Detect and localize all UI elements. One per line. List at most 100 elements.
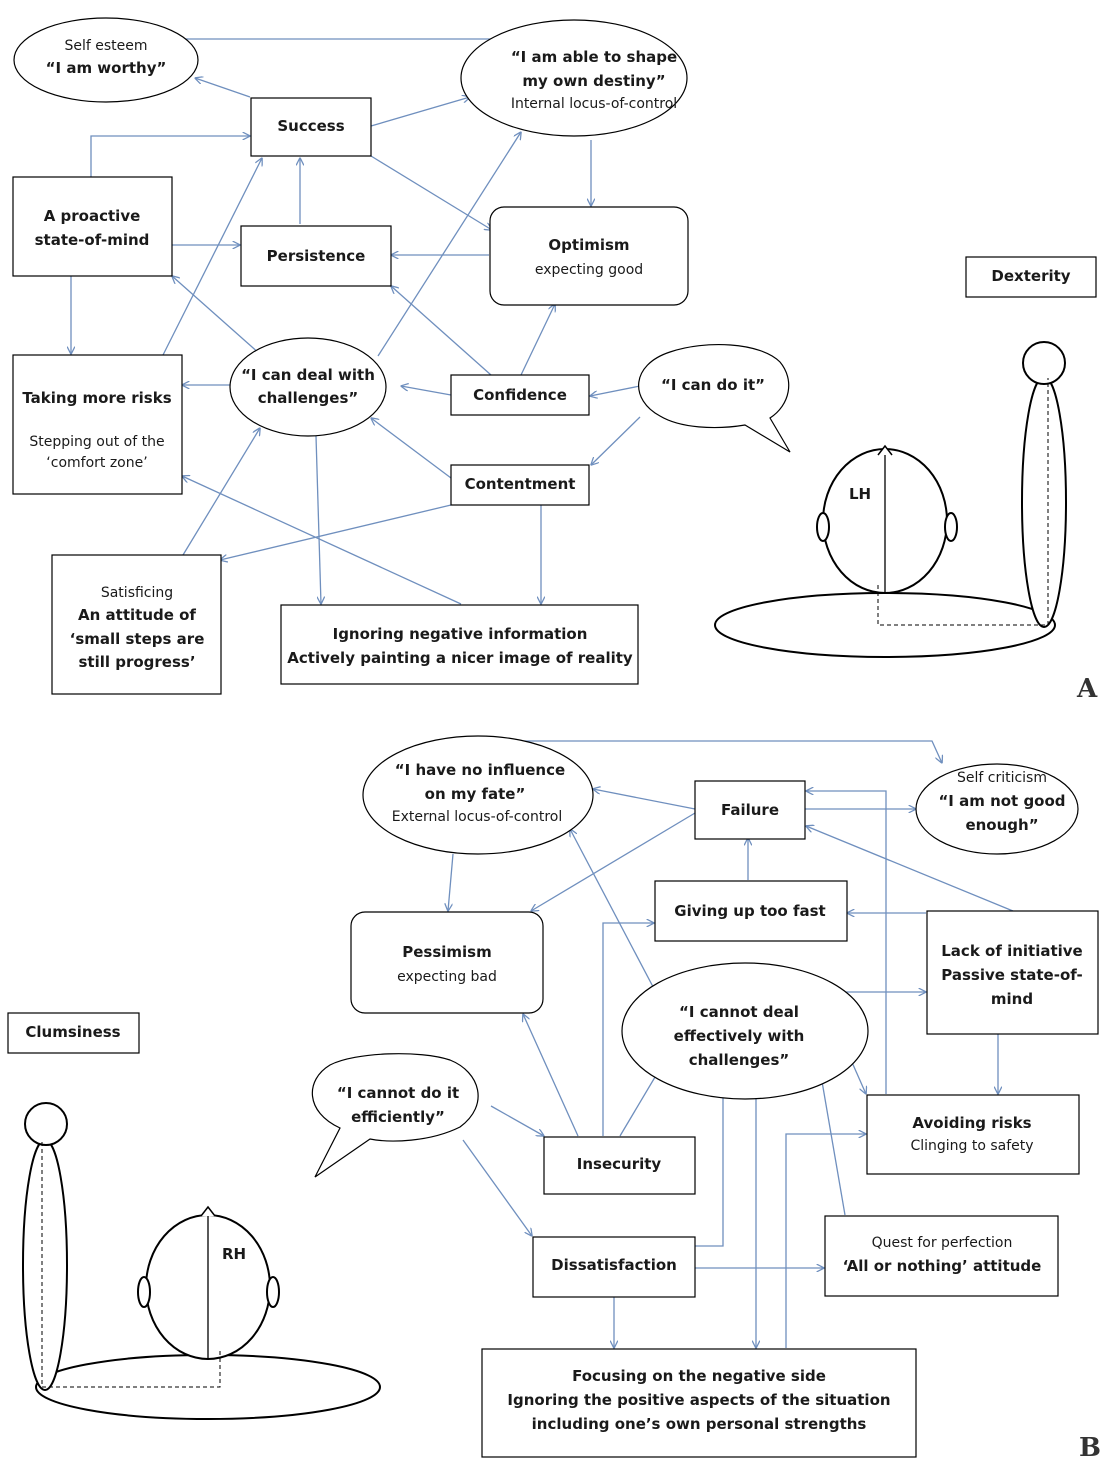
- avoiding-risks-node: [866, 1094, 1080, 1175]
- figure-b-hand: [24, 1102, 68, 1146]
- risks-sub2: ‘comfort zone’: [46, 455, 147, 471]
- no-influence-line2: on my fate”: [425, 785, 526, 803]
- arrow-noinfluence-to-pessimism: [448, 853, 454, 911]
- persistence-node: [240, 225, 392, 287]
- cannot-deal-line2: effectively with: [674, 1027, 805, 1045]
- arrow-success-to-optimism: [370, 155, 492, 230]
- figure-b-dashed-path: [41, 1142, 221, 1388]
- satisficing-line2: ‘small steps are: [70, 630, 205, 648]
- panel-a-arrows: [71, 28, 641, 605]
- satisficing-sub: Satisficing: [101, 585, 173, 601]
- ignoring-line1: Ignoring negative information: [333, 625, 588, 643]
- taking-risks-node: [12, 354, 183, 495]
- cannot-deal-node: [621, 962, 869, 1100]
- proactive-node: [12, 176, 173, 277]
- can-do-it-label: “I can do it”: [661, 376, 765, 394]
- panel-label-a: A: [1076, 674, 1098, 704]
- arrow-success-to-selfesteem: [195, 78, 251, 98]
- pessimism-main: Pessimism: [402, 943, 492, 961]
- confidence-node: [450, 374, 590, 416]
- arrow-risks-to-success: [162, 158, 262, 356]
- dissatisfaction-label: Dissatisfaction: [551, 1256, 677, 1274]
- arrow-deal-to-destiny: [377, 132, 521, 357]
- arrow-lack-to-failure: [806, 826, 1014, 912]
- self-criticism-node: [915, 763, 1079, 855]
- figure-b-nose: [200, 1205, 216, 1217]
- satisficing-line1: An attitude of: [78, 606, 196, 624]
- destiny-sub: Internal locus-of-control: [511, 96, 677, 112]
- contentment-node: [450, 464, 590, 506]
- persistence-label: Persistence: [267, 247, 366, 265]
- arrow-cannotdo-to-insecurity: [490, 1105, 544, 1136]
- failure-node: [694, 780, 806, 840]
- contentment-label: Contentment: [465, 475, 576, 493]
- arrow-contentment-to-satisficing: [220, 504, 452, 560]
- avoiding-sub: Clinging to safety: [910, 1138, 1033, 1154]
- arrow-confidence-to-deal: [401, 386, 452, 396]
- self-criticism-line1: “I am not good: [938, 792, 1065, 810]
- focusing-negative-node: [481, 1348, 917, 1458]
- destiny-line2: my own destiny”: [522, 72, 665, 90]
- optimism-main: Optimism: [548, 236, 629, 254]
- optimism-sub: expecting good: [535, 262, 643, 278]
- avoiding-main: Avoiding risks: [912, 1114, 1031, 1132]
- arrow-proactive-to-success: [90, 136, 250, 177]
- risks-main: Taking more risks: [22, 389, 171, 407]
- arrow-failure-to-noinfluence: [593, 789, 696, 810]
- arrow-success-to-destiny: [370, 97, 470, 127]
- arrow-ignoring-to-risks: [182, 476, 462, 605]
- figure-b-clumsiness: [22, 1102, 381, 1420]
- focusing-line1: Focusing on the negative side: [572, 1367, 826, 1385]
- no-influence-node: [362, 735, 594, 855]
- arrow-deal-to-ignoring: [315, 435, 321, 604]
- arrow-cannotdo-to-dissatisfaction: [462, 1139, 532, 1236]
- figure-a-hand: [1022, 341, 1066, 385]
- cannot-do-it-bubble: [311, 1053, 479, 1178]
- figure-b-arm: [22, 1139, 68, 1391]
- arrow-contentment-to-deal: [371, 418, 452, 479]
- panel-a-text: Self esteem “I am worthy” “I am able to …: [22, 38, 1070, 671]
- self-esteem-main: “I am worthy”: [46, 59, 167, 77]
- deal-challenges-node: [229, 337, 387, 437]
- deal-line1: “I can deal with: [241, 366, 375, 384]
- proactive-line1: A proactive: [44, 207, 141, 225]
- proactive-line2: state-of-mind: [35, 231, 150, 249]
- dexterity-label: Dexterity: [991, 267, 1070, 285]
- figure-a-right-ear: [944, 512, 958, 542]
- self-esteem-node: [13, 17, 199, 103]
- clumsiness-node: [7, 1012, 140, 1054]
- pessimism-sub: expecting bad: [397, 969, 497, 985]
- arrow-cando-to-confidence: [590, 385, 641, 396]
- confidence-label: Confidence: [473, 386, 567, 404]
- arrow-noinfluence-to-selfcriticism: [521, 740, 942, 763]
- panel-b-text: “I have no influence on my fate” Externa…: [25, 761, 1082, 1433]
- giving-up-node: [654, 880, 848, 942]
- arrow-perfection-to-cannotdeal: [819, 1064, 846, 1216]
- panel-b-arrows: [448, 740, 1014, 1348]
- risks-sub1: Stepping out of the: [29, 434, 164, 450]
- ignoring-line2: Actively painting a nicer image of reali…: [287, 649, 633, 667]
- perfection-main: ‘All or nothing’ attitude: [843, 1257, 1042, 1275]
- lack-line2: Passive state-of-: [941, 966, 1082, 984]
- head-b-label: RH: [222, 1245, 246, 1263]
- self-criticism-line2: enough”: [965, 816, 1038, 834]
- ignoring-negative-node: [280, 604, 639, 685]
- lack-line1: Lack of initiative: [941, 942, 1082, 960]
- arrow-deal-to-proactive: [172, 276, 262, 356]
- no-influence-sub: External locus-of-control: [392, 809, 562, 825]
- focusing-line3: including one’s own personal strengths: [532, 1415, 867, 1433]
- perfection-sub: Quest for perfection: [872, 1235, 1013, 1251]
- figure-a-base-ellipse: [714, 592, 1056, 658]
- figure-a-dexterity: [714, 341, 1067, 658]
- arrow-satisficing-to-deal: [182, 428, 260, 556]
- satisficing-line3: still progress’: [78, 653, 195, 671]
- dissatisfaction-node: [532, 1236, 696, 1298]
- cannot-do-line1: “I cannot do it: [337, 1084, 459, 1102]
- insecurity-label: Insecurity: [577, 1155, 662, 1173]
- figure-a-nose: [877, 444, 893, 456]
- cannot-do-line2: efficiently”: [351, 1108, 445, 1126]
- insecurity-node: [543, 1136, 696, 1195]
- satisficing-node: [51, 554, 222, 695]
